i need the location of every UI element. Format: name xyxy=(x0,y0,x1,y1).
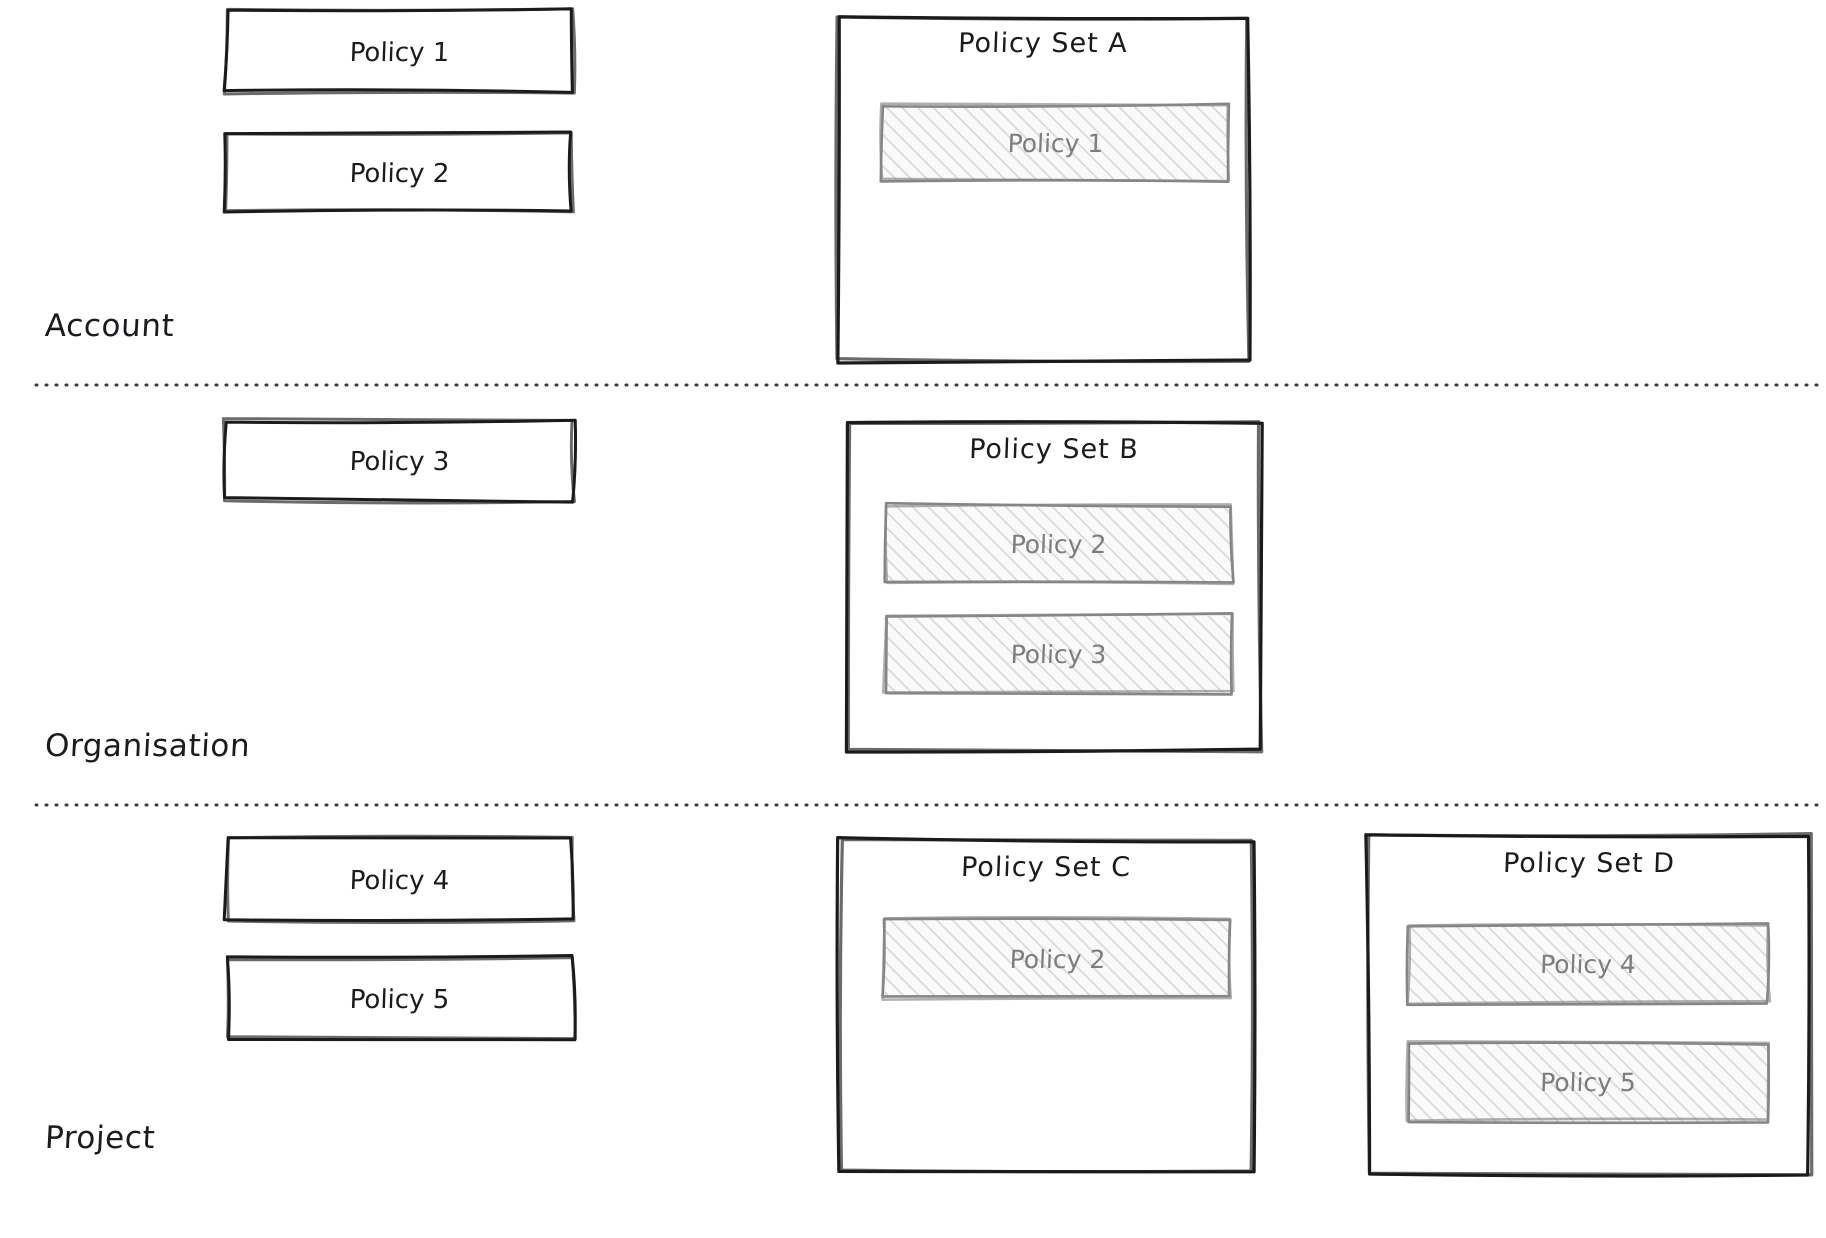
policy-set-title: Policy Set A xyxy=(957,28,1129,59)
policy-set-member-label: Policy 5 xyxy=(1539,1068,1637,1097)
policy-set-title: Policy Set D xyxy=(1502,848,1676,879)
policy-set-d[interactable] xyxy=(1368,834,1810,1174)
band-label-organisation: Organisation xyxy=(44,728,252,764)
policy-set-member-label: Policy 2 xyxy=(1009,945,1106,974)
policy-label: Policy 1 xyxy=(349,38,450,68)
policy-label: Policy 2 xyxy=(349,159,450,189)
policy-set-c[interactable] xyxy=(840,840,1252,1170)
policy-set-b[interactable] xyxy=(848,422,1260,750)
policy-set-member-label: Policy 1 xyxy=(1007,129,1104,158)
policy-set-member-label: Policy 4 xyxy=(1539,950,1637,979)
policy-label: Policy 3 xyxy=(349,447,450,477)
policy-set-title: Policy Set C xyxy=(960,852,1132,883)
policy-set-member-label: Policy 2 xyxy=(1010,530,1107,559)
policy-set-title: Policy Set B xyxy=(968,434,1140,465)
policy-label: Policy 4 xyxy=(349,866,450,896)
policy-set-a[interactable] xyxy=(837,16,1249,361)
policy-set-member-label: Policy 3 xyxy=(1010,640,1107,669)
policy-label: Policy 5 xyxy=(349,985,450,1015)
band-label-project: Project xyxy=(44,1120,157,1156)
band-label-account: Account xyxy=(44,308,176,344)
